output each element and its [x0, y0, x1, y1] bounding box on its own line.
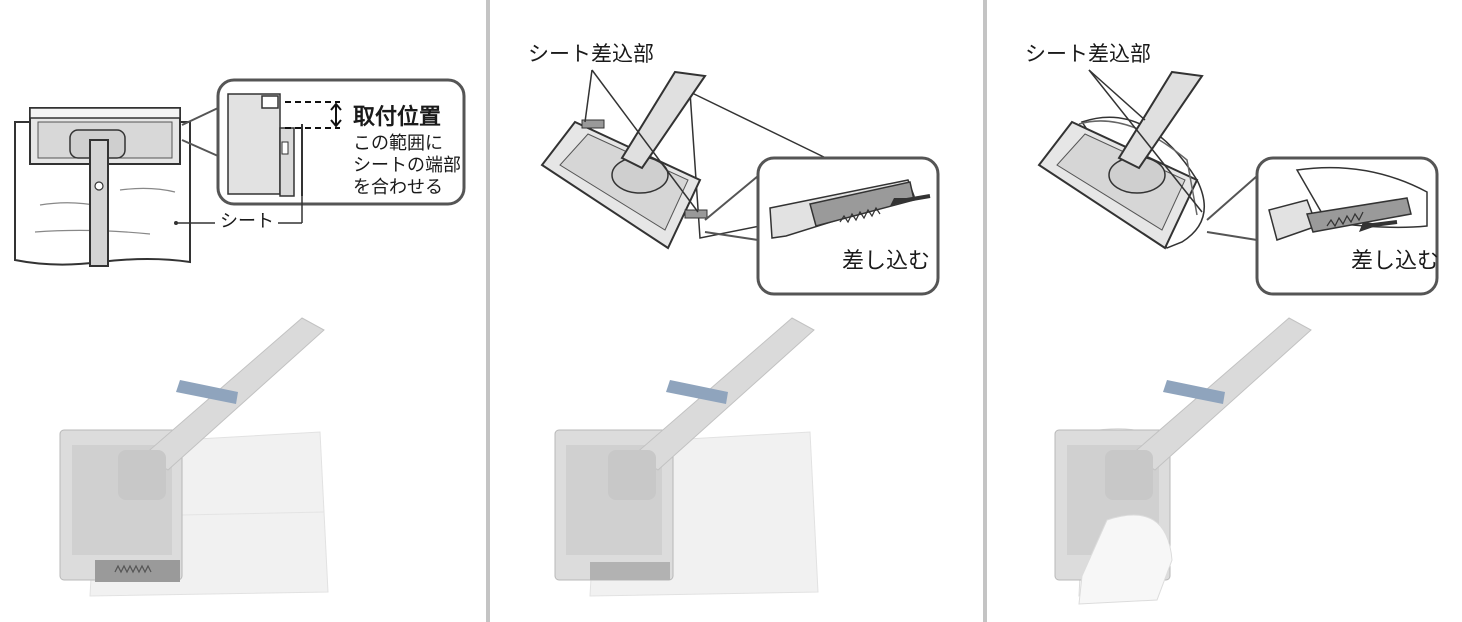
mount-position-note-3: を合わせる	[353, 177, 443, 198]
panel-divider-right	[983, 0, 987, 622]
step3-diagram	[1037, 69, 1439, 605]
mount-position-title: 取付位置	[353, 105, 442, 130]
sheet-slot-label: シート差込部	[528, 42, 654, 66]
panel-step-3: シート差込部 差し込む	[987, 0, 1462, 622]
step2-diagram	[540, 69, 940, 597]
mount-position-note-2: シートの端部	[353, 155, 461, 176]
mount-position-note-1: この範囲に	[353, 133, 443, 154]
step1-diagram	[14, 78, 466, 597]
panel-step-1: 取付位置 この範囲に シートの端部 を合わせる シート	[0, 0, 486, 622]
panel-divider-left	[486, 0, 490, 622]
sheet-label: シート	[216, 213, 278, 231]
sheet-slot-label: シート差込部	[1025, 42, 1151, 66]
panel-step-2: シート差込部 差し込む	[490, 0, 983, 622]
insert-label: 差し込む	[842, 249, 931, 274]
insert-label: 差し込む	[1351, 249, 1440, 274]
